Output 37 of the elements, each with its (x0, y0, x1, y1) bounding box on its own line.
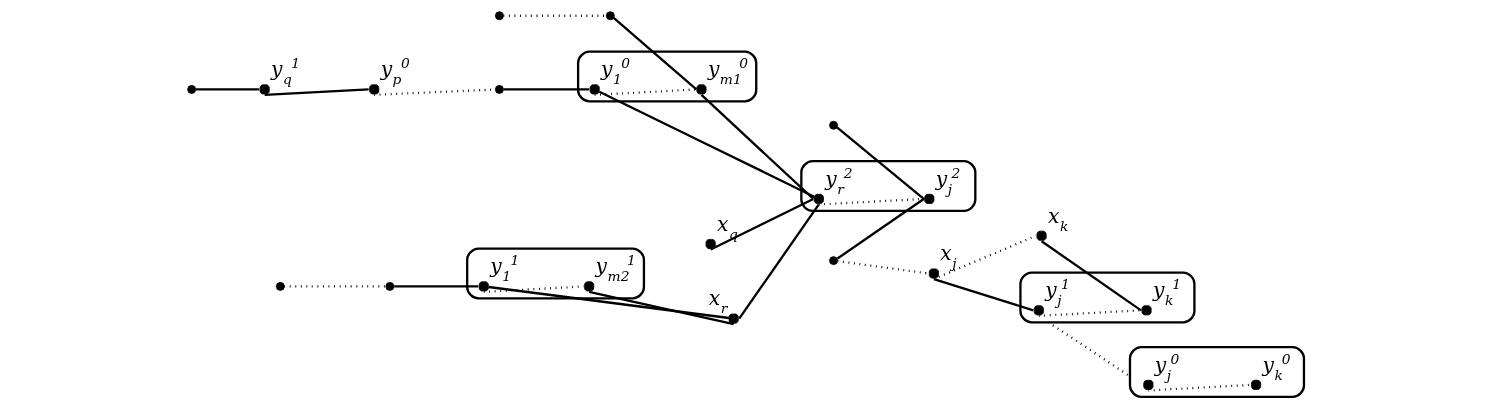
cluster (799, 160, 976, 213)
connector (700, 94, 814, 200)
connector (709, 197, 814, 251)
connector (1147, 383, 1251, 392)
node-label: x$_{j}$ (939, 241, 957, 272)
node-circle (384, 281, 394, 291)
connector (503, 88, 589, 91)
node-circle (275, 281, 285, 291)
cluster (465, 247, 645, 300)
cluster (1128, 346, 1305, 398)
cluster (576, 50, 757, 103)
node-label: x$_{k}$ (1047, 203, 1068, 234)
connector (1040, 240, 1142, 312)
node-circle (605, 11, 615, 21)
connector (588, 290, 734, 326)
node-circle (828, 120, 838, 130)
connector (836, 198, 924, 260)
connector (612, 17, 697, 91)
connector (835, 126, 924, 200)
connector (264, 88, 369, 97)
connector (933, 277, 1034, 312)
connector (1038, 309, 1141, 317)
connector (1047, 321, 1131, 378)
node-circle (494, 84, 504, 94)
connector (598, 90, 815, 198)
cluster (1018, 271, 1196, 324)
node-circle (494, 11, 504, 21)
node-circle (186, 84, 196, 94)
connector (503, 14, 606, 17)
connector (283, 285, 386, 288)
connector (195, 88, 259, 91)
node-circle (828, 256, 838, 266)
connector (393, 285, 478, 288)
connector (483, 285, 584, 294)
connector (487, 285, 729, 320)
connector (737, 203, 820, 320)
node-label: x$_{r}$ (708, 286, 727, 317)
